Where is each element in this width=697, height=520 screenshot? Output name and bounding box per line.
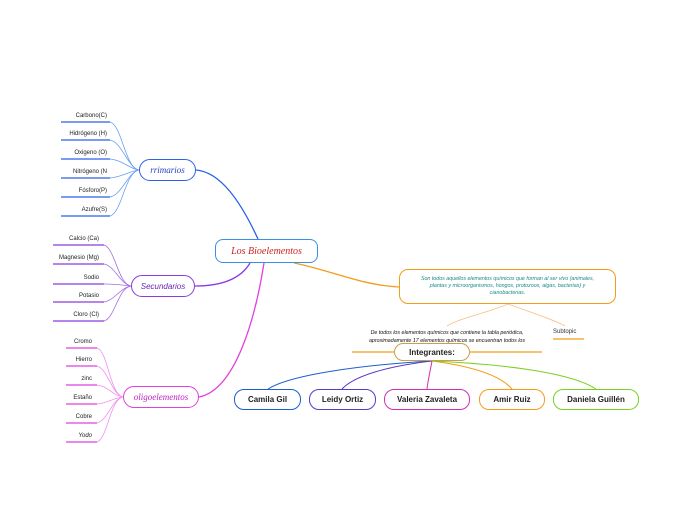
branch-label-oligoelementos: oligoelementos [133,392,189,402]
member-amir-ruiz[interactable]: Amir Ruiz [479,389,545,410]
subtopic-label[interactable]: Subtopic [553,329,577,335]
leaf-yodo[interactable]: Yodo [78,433,92,439]
leaf-hidrogeno[interactable]: Hidrógeno (H) [69,131,107,137]
leaf-azufre[interactable]: Azufre(S) [81,207,107,213]
summary-box[interactable]: Son todos aquellos elementos químicos qu… [399,269,616,304]
central-topic[interactable]: Los Bioelementos [215,239,318,263]
branch-label-primarios: rrimarios [150,165,185,175]
summary-text: Son todos aquellos elementos químicos qu… [420,276,595,296]
leaf-magnesio[interactable]: Magnesio (Mg) [58,255,99,261]
member-daniela-guillen[interactable]: Daniela Guillén [553,389,639,410]
leaf-estano[interactable]: Estaño [73,395,92,401]
branch-secundarios[interactable]: Secundarios [131,275,195,297]
branch-label-secundarios: Secundarios [140,281,186,291]
leaf-cromo[interactable]: Cromo [73,339,92,345]
member-name: Valeria Zavaleta [396,395,458,404]
member-name: Leidy Ortiz [321,395,364,404]
integrantes-node[interactable]: Integrantes: [394,343,470,361]
member-valeria-zavaleta[interactable]: Valeria Zavaleta [384,389,470,410]
member-name: Daniela Guillén [567,395,625,404]
leaf-oxigeno[interactable]: Oxigeno (O) [74,150,107,156]
central-title: Los Bioelementos [231,245,302,257]
branch-oligoelementos[interactable]: oligoelementos [123,386,199,408]
detail-text[interactable]: De todos los elementos químicos que cont… [368,330,526,344]
leaf-hierro[interactable]: Hierro [75,357,92,363]
member-camila-gil[interactable]: Camila Gil [234,389,301,410]
leaf-nitrogeno[interactable]: Nitrógeno (N [72,169,107,175]
integrantes-label: Integrantes: [409,347,455,357]
member-name: Camila Gil [247,395,288,404]
leaf-calcio[interactable]: Calcio (Ca) [68,236,99,242]
leaf-cobre[interactable]: Cobre [75,414,92,420]
member-name: Amir Ruiz [493,395,531,404]
leaf-zinc[interactable]: zinc [81,376,92,382]
leaf-potasio[interactable]: Potasio [78,293,99,299]
branch-primarios[interactable]: rrimarios [139,159,196,181]
leaf-fosforo[interactable]: Fósforo(P) [78,188,107,194]
member-leidy-ortiz[interactable]: Leidy Ortiz [309,389,376,410]
leaf-cloro[interactable]: Cloro (Cl) [73,312,99,318]
leaf-carbono[interactable]: Carbono(C) [75,113,107,119]
leaf-sodio[interactable]: Sodio [83,275,99,281]
